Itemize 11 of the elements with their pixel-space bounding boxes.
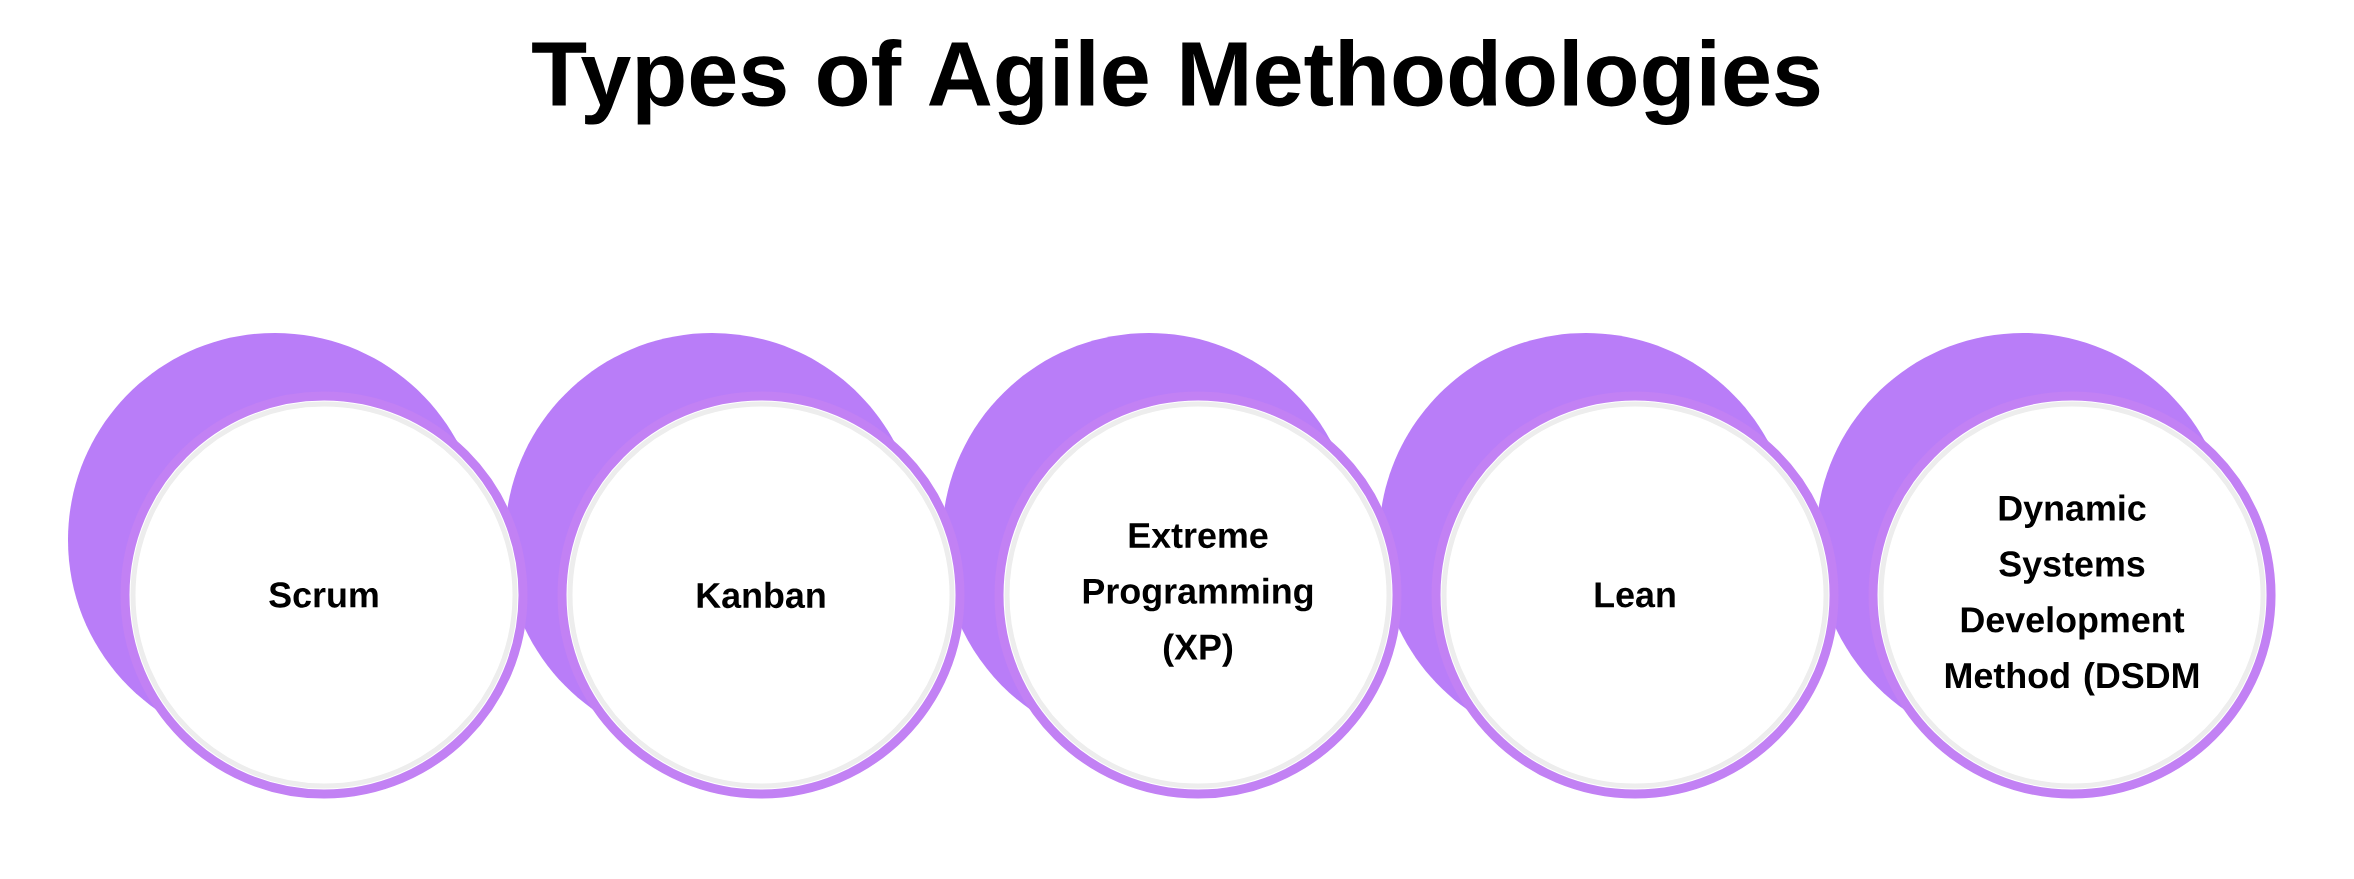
title: Types of Agile Methodologies <box>532 39 1820 125</box>
node-label: Extreme Programming (XP) <box>1083 523 1313 667</box>
circle-node: Dynamic Systems Development Method (DSDM <box>1868 391 2276 799</box>
node-label: Kanban <box>697 581 825 609</box>
circle-node: Extreme Programming (XP) <box>994 391 1402 799</box>
circle-node: Lean <box>1431 391 1839 799</box>
circle-node: Scrum <box>120 391 528 799</box>
node-label: Lean <box>1595 582 1675 608</box>
circle-node: Kanban <box>557 391 965 799</box>
node-label: Scrum <box>269 582 378 608</box>
node-label: Dynamic Systems Development Method (DSDM <box>1945 494 2199 696</box>
